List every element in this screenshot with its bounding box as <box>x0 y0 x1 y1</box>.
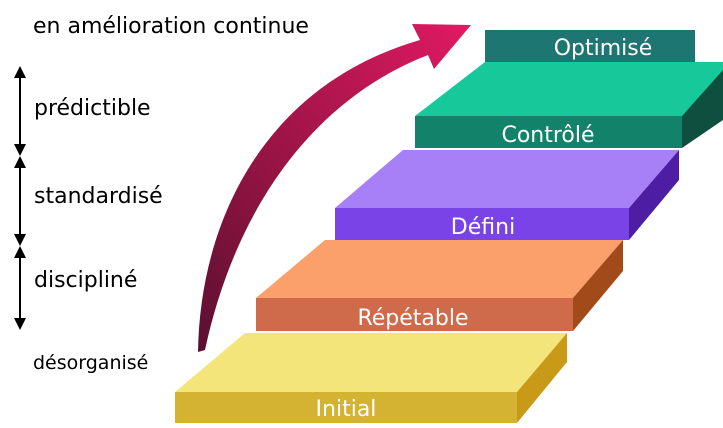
step-defini-front <box>335 208 629 240</box>
step-initial-front <box>175 392 517 423</box>
step-defini-top <box>335 150 679 208</box>
step-defini: Défini <box>335 150 679 240</box>
step-initial-top <box>175 333 567 392</box>
step-controle: Contrôlé <box>415 62 723 148</box>
step-repetable-label: Répétable <box>357 306 468 331</box>
step-optimise-label: Optimisé <box>554 36 653 61</box>
top-label: en amélioration continue <box>33 14 309 39</box>
step-defini-side <box>629 150 679 240</box>
step-controle-label: Contrôlé <box>501 123 594 148</box>
step-repetable-front <box>256 298 573 331</box>
step-controle-top <box>415 62 723 116</box>
step-repetable-top <box>256 240 623 298</box>
level-label-desorganise: désorganisé <box>33 352 149 374</box>
level-label-standardise: standardisé <box>34 184 163 209</box>
improvement-arrow <box>198 24 471 352</box>
level-label-predictible: prédictible <box>34 96 151 121</box>
level-label-discipline: discipliné <box>34 268 138 293</box>
step-controle-front <box>415 116 682 148</box>
step-repetable: Répétable <box>256 240 623 331</box>
step-controle-side <box>682 70 723 148</box>
step-optimise-front <box>485 30 695 62</box>
step-optimise: Optimisé <box>485 30 695 62</box>
level-arrows <box>14 66 26 330</box>
step-initial-side <box>517 333 567 423</box>
step-defini-label: Défini <box>451 215 515 240</box>
step-initial: Initial <box>175 333 567 423</box>
step-initial-label: Initial <box>316 397 377 422</box>
step-repetable-side <box>573 240 623 331</box>
